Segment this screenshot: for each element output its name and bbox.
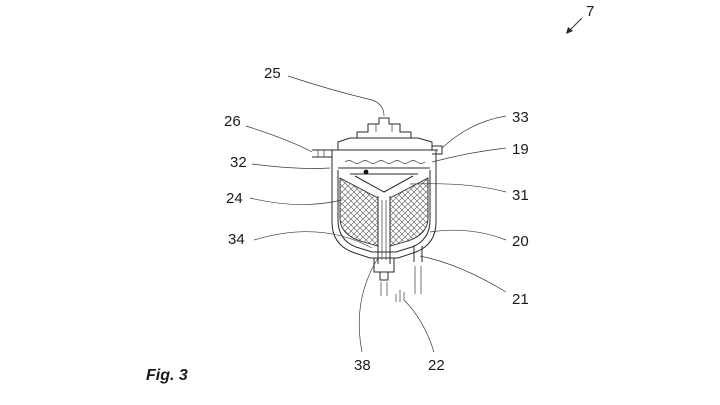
- label-19: 19: [512, 141, 529, 158]
- label-26: 26: [224, 113, 241, 130]
- reference-arrow: [566, 17, 583, 34]
- label-34: 34: [228, 231, 245, 248]
- label-38: 38: [354, 357, 371, 374]
- label-33: 33: [512, 109, 529, 126]
- label-31: 31: [512, 187, 529, 204]
- label-22: 22: [428, 357, 445, 374]
- label-24: 24: [226, 190, 243, 207]
- label-21: 21: [512, 291, 529, 308]
- figure-reference-number: 7: [586, 3, 594, 20]
- figure-caption: Fig. 3: [146, 367, 188, 384]
- filter-device-drawing: [312, 117, 443, 302]
- label-20: 20: [512, 233, 529, 250]
- label-25: 25: [264, 65, 281, 82]
- label-32: 32: [230, 154, 247, 171]
- leader-lines: [245, 75, 507, 353]
